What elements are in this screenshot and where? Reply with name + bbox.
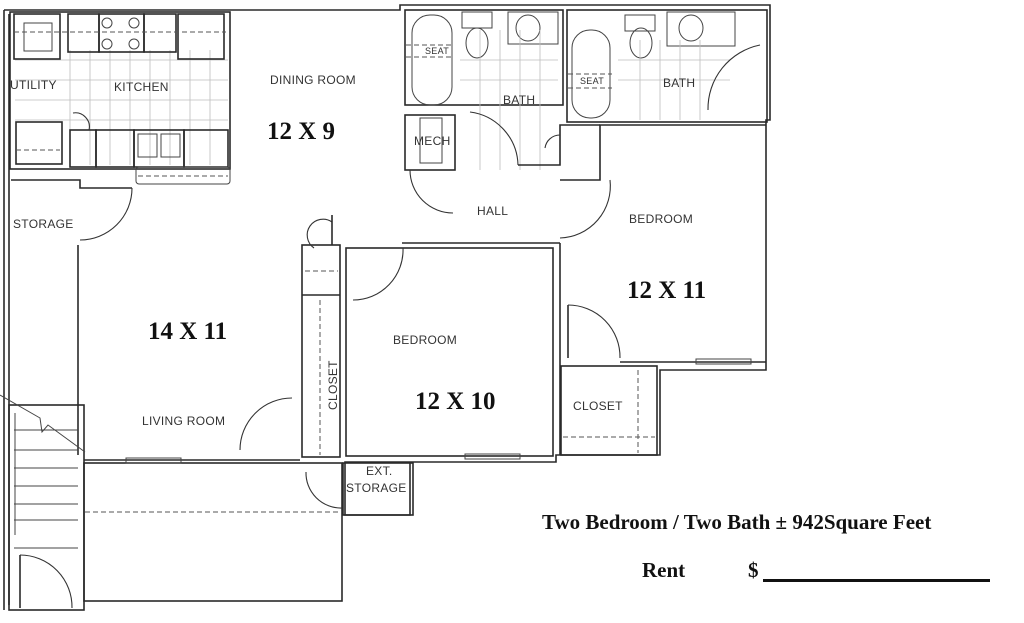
ext-storage-label-line2: STORAGE (346, 481, 407, 495)
ext-storage-label-line1: EXT. (366, 464, 393, 478)
mech-and-hall (402, 111, 611, 244)
patio (83, 397, 343, 602)
room-label-bedroom-2: BEDROOM (393, 333, 458, 347)
tub-seat-label-1: SEAT (425, 46, 450, 56)
room-label-hall: HALL (477, 204, 509, 218)
dining-room-dimensions: 12 X 9 (267, 118, 336, 145)
bedroom-1 (559, 124, 766, 456)
rent-label: Rent (642, 558, 686, 582)
room-label-closet-1: CLOSET (573, 399, 623, 413)
tub-seat-label-2: SEAT (580, 76, 605, 86)
bedroom-2-closet-structure (301, 215, 341, 458)
kitchen-tile-grid (15, 50, 228, 165)
ext-storage-room (342, 462, 414, 516)
room-label-living-room: LIVING ROOM (142, 414, 226, 428)
bedroom-2-dimensions: 12 X 10 (415, 388, 496, 415)
bathrooms (404, 9, 768, 170)
room-label-bath-1: BATH (503, 93, 536, 107)
kitchen-fixtures (13, 13, 231, 185)
storage-room (11, 179, 133, 455)
room-label-storage: STORAGE (13, 217, 74, 231)
rent-amount-blank-line (763, 579, 990, 582)
room-label-dining-room: DINING ROOM (270, 73, 356, 87)
bedroom-1-dimensions: 12 X 11 (627, 277, 707, 304)
exterior-walls (3, 4, 771, 610)
room-label-bedroom-1: BEDROOM (629, 212, 694, 226)
living-room-dimensions: 14 X 11 (148, 318, 228, 345)
room-label-mech: MECH (414, 134, 451, 148)
room-label-utility: UTILITY (10, 78, 57, 92)
bedroom-2 (345, 247, 554, 460)
room-label-closet-2: CLOSET (326, 360, 340, 410)
unit-summary-title: Two Bedroom / Two Bath ± 942Square Feet (542, 510, 932, 534)
room-label-bath-2: BATH (663, 76, 696, 90)
room-label-kitchen: KITCHEN (114, 80, 169, 94)
staircase (0, 394, 86, 611)
rent-currency-symbol: $ (748, 558, 759, 582)
